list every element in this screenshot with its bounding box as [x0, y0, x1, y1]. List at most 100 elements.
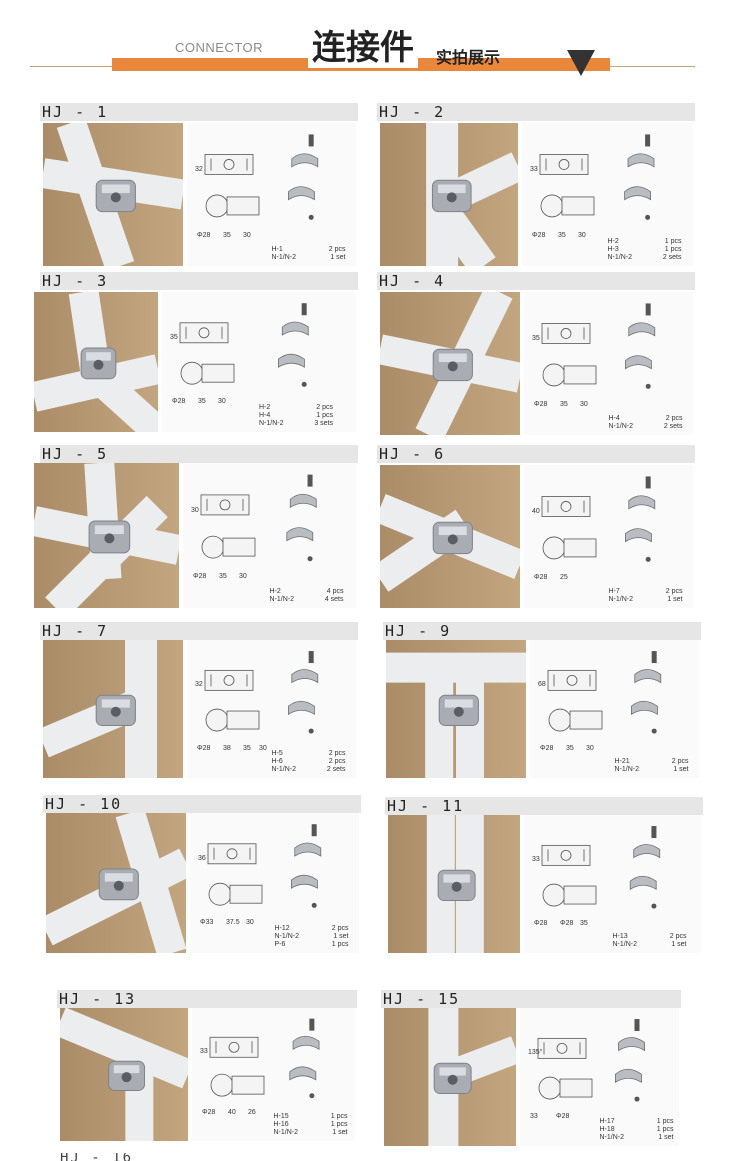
part-quantity: 1 set: [671, 941, 687, 948]
part-quantity: 1 pcs: [664, 246, 682, 253]
dimension-label: Φ28: [560, 919, 574, 927]
card-label: HJ - 4: [379, 272, 446, 290]
dimension-label: 40: [228, 1109, 236, 1117]
part-quantity: 2 pcs: [316, 404, 333, 411]
part-quantity: 1 set: [330, 254, 346, 261]
part-quantity: 1 set: [673, 766, 689, 773]
part-code: N-1/N-2: [607, 254, 633, 261]
dimension-label: 30: [586, 744, 594, 752]
card-label-band: [40, 103, 358, 121]
card-label: HJ - 15: [383, 990, 461, 1008]
dimension-label: 35: [566, 744, 574, 752]
part-code: H-21: [614, 758, 630, 765]
dimension-label: 35: [560, 400, 568, 408]
connector-photo: [388, 815, 520, 953]
card-label: HJ - 13: [59, 990, 137, 1008]
part-code: N-1/N-2: [608, 596, 634, 603]
part-code: N-1/N-2: [271, 766, 297, 773]
card-label: HJ - 7: [42, 622, 109, 640]
card-label-band: [385, 797, 703, 815]
dimension-label: 37.5: [226, 919, 240, 927]
part-code: N-1/N-2: [608, 423, 634, 430]
part-code: N-1/N-2: [273, 1129, 299, 1136]
part-quantity: 1 pcs: [330, 1121, 348, 1128]
dimension-label: Φ28: [534, 400, 548, 408]
dimension-label: 32: [195, 165, 203, 173]
dimension-label: Φ28: [532, 231, 546, 239]
part-code: H-2: [259, 404, 271, 411]
card-label: HJ - 6: [379, 445, 446, 463]
connector-photo: [34, 292, 158, 432]
part-code: H-5: [271, 750, 283, 757]
part-code: H-4: [608, 415, 620, 422]
header-english-title: CONNECTOR: [175, 40, 264, 55]
card-label: HJ - 10: [45, 795, 123, 813]
part-code: H-6: [271, 758, 283, 765]
card-label-band: [377, 103, 695, 121]
dimension-label: 35: [532, 334, 540, 342]
part-code: H-15: [273, 1113, 289, 1120]
card-label-band: [57, 990, 357, 1008]
part-code: H-2: [607, 238, 619, 245]
next-card-label-partial: HJ - 16: [60, 1153, 134, 1161]
dimension-label: 30: [191, 506, 199, 514]
dimension-label: Φ28: [202, 1109, 216, 1117]
parts-row: H-2 2 pcs: [259, 404, 333, 412]
connector-photo: [43, 123, 183, 266]
dimension-label: 30: [578, 231, 586, 239]
part-quantity: 1 pcs: [656, 1118, 674, 1125]
parts-row: N-1/N-2 1 set: [272, 254, 346, 262]
card-label-band: [40, 445, 358, 463]
down-triangle-icon: [567, 50, 595, 76]
connector-photo: [34, 463, 179, 608]
part-code: N-1/N-2: [614, 766, 640, 773]
part-code: H-16: [273, 1121, 289, 1128]
part-code: H-1: [271, 246, 283, 253]
dimension-label: 35: [243, 744, 251, 752]
dimension-label: Φ28: [534, 573, 548, 581]
part-code: N-1/N-2: [271, 254, 297, 261]
part-code: N-1/N-2: [259, 420, 284, 427]
connector-photo: [380, 123, 518, 266]
dimension-label: 38: [223, 744, 231, 752]
dimension-label: 30: [259, 744, 267, 752]
part-code: N-1/N-2: [612, 941, 638, 948]
part-code: N-1/N-2: [269, 596, 295, 603]
parts-row: H-1 2 pcs: [272, 246, 346, 254]
card-label-band: [40, 622, 358, 640]
header-chinese-title: 连接件: [308, 28, 418, 68]
part-quantity: 1 set: [667, 596, 683, 603]
part-quantity: 2 pcs: [328, 246, 346, 253]
dimension-label: 26: [248, 1109, 256, 1117]
dimension-label: 35: [198, 398, 206, 406]
dimension-label: 35: [170, 334, 178, 341]
